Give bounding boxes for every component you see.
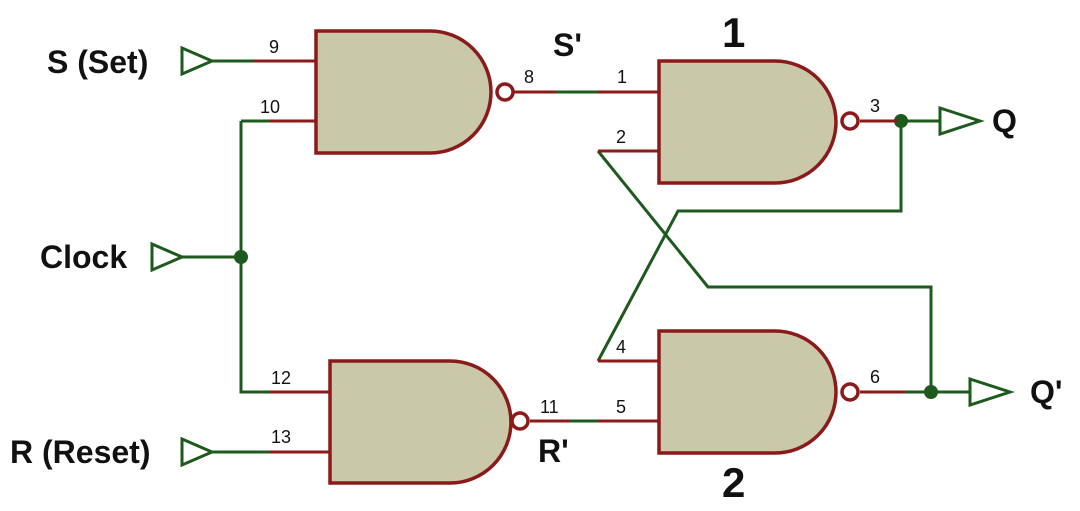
pin-11-label: 11 bbox=[540, 397, 559, 417]
wire-clock-bus bbox=[239, 121, 270, 394]
output-q-label: Q bbox=[992, 103, 1017, 139]
nand-gate-2 bbox=[657, 329, 838, 455]
junction-q bbox=[894, 114, 908, 128]
nand-bubble-1 bbox=[840, 111, 860, 131]
nand-gate-set bbox=[314, 29, 493, 155]
clock-terminal-icon bbox=[150, 241, 186, 273]
wire-feedback-q bbox=[596, 121, 903, 362]
wires bbox=[182, 59, 970, 454]
gate-1-label: 1 bbox=[722, 9, 745, 56]
qbar-terminal-icon bbox=[968, 376, 1015, 408]
pin-8-label: 8 bbox=[524, 67, 534, 87]
pin-1-label: 1 bbox=[617, 67, 627, 87]
gate-2-label: 2 bbox=[722, 459, 745, 506]
pin-4-label: 4 bbox=[616, 337, 626, 357]
reset-terminal-icon bbox=[180, 436, 216, 468]
nand-bubble-set bbox=[495, 82, 515, 102]
input-clock-label: Clock bbox=[40, 239, 127, 275]
junction-clock bbox=[234, 250, 248, 264]
pin-9-label: 9 bbox=[269, 37, 279, 57]
nand-gate-1 bbox=[657, 59, 838, 185]
pin-3-label: 3 bbox=[870, 96, 880, 116]
output-qbar-label: Q' bbox=[1030, 374, 1063, 410]
pin-10-label: 10 bbox=[260, 97, 280, 117]
pin-5-label: 5 bbox=[616, 397, 626, 417]
junction-qbar bbox=[924, 385, 938, 399]
q-terminal-icon bbox=[938, 105, 985, 137]
input-reset-label: R (Reset) bbox=[10, 434, 150, 470]
pin-2-label: 2 bbox=[616, 127, 626, 147]
pin-13-label: 13 bbox=[271, 427, 291, 447]
nand-gate-reset bbox=[328, 359, 513, 485]
nand-bubble-reset bbox=[510, 411, 530, 431]
input-set-label: S (Set) bbox=[47, 44, 148, 80]
pin-stubs bbox=[253, 59, 905, 454]
nand-bubble-2 bbox=[840, 382, 860, 402]
set-terminal-icon bbox=[180, 45, 216, 77]
signal-s-bar-label: S' bbox=[553, 27, 582, 63]
wire-feedback-qbar bbox=[596, 150, 933, 392]
pin-6-label: 6 bbox=[870, 367, 880, 387]
signal-r-bar-label: R' bbox=[538, 433, 569, 469]
pin-12-label: 12 bbox=[271, 368, 291, 388]
